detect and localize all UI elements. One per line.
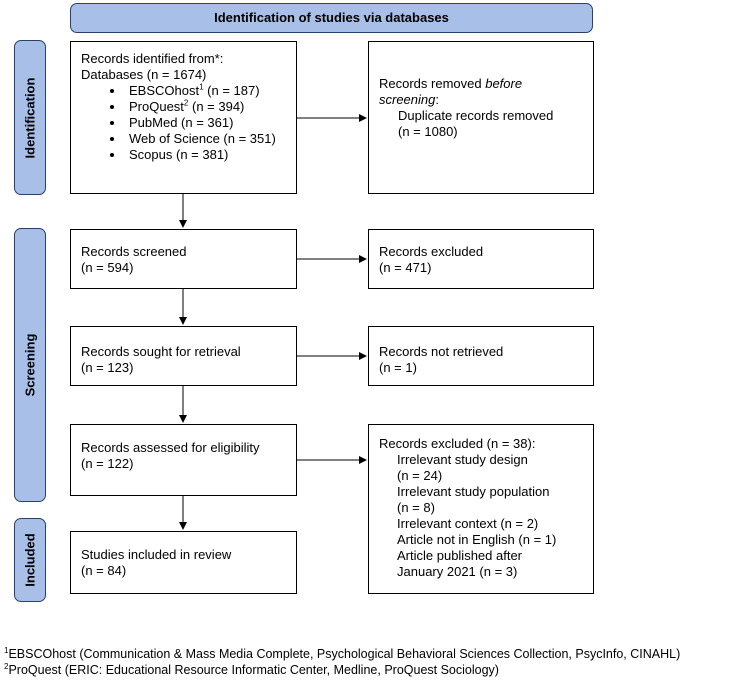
database-item: Web of Science (n = 351) xyxy=(125,131,286,147)
records-assessed-box: Records assessed for eligibility (n = 12… xyxy=(70,424,297,496)
diagram-header: Identification of studies via databases xyxy=(70,3,593,33)
excluded-count: (n = 471) xyxy=(379,260,432,275)
removed-line2: screening: xyxy=(379,92,439,107)
phase-included: Included xyxy=(14,518,46,602)
footnotes: 1EBSCOhost (Communication & Mass Media C… xyxy=(4,646,680,678)
sought-label: Records sought for retrieval xyxy=(81,344,241,359)
exclusion-reason: January 2021 (n = 3) xyxy=(397,564,518,579)
screened-label: Records screened xyxy=(81,244,187,259)
exclusion-reason: Article not in English (n = 1) xyxy=(397,532,557,547)
exclusion-reason: (n = 24) xyxy=(397,468,443,483)
phase-identification: Identification xyxy=(14,40,46,195)
exclusion-reason: Irrelevant context (n = 2) xyxy=(397,516,539,531)
exclusion-reason: Article published after xyxy=(397,548,523,563)
removed-duplicates: Duplicate records removed xyxy=(398,108,554,123)
records-sought-box: Records sought for retrieval (n = 123) xyxy=(70,326,297,386)
included-count: (n = 84) xyxy=(81,563,127,578)
records-screened-box: Records screened (n = 594) xyxy=(70,229,297,289)
removed-line1: Records removed before xyxy=(379,76,523,91)
footnote-proquest: 2ProQuest (ERIC: Educational Resource In… xyxy=(4,661,499,677)
identified-line2: Databases (n = 1674) xyxy=(81,67,207,82)
database-item: EBSCOhost1 (n = 187) xyxy=(125,83,286,99)
database-item: PubMed (n = 361) xyxy=(125,115,286,131)
records-identified-box: Records identified from*: Databases (n =… xyxy=(70,41,297,194)
exclusion-reason: Irrelevant study population xyxy=(397,484,550,499)
included-label: Studies included in review xyxy=(81,547,232,562)
studies-included-box: Studies included in review (n = 84) xyxy=(70,531,297,594)
footnote-ebscohost: 1EBSCOhost (Communication & Mass Media C… xyxy=(4,645,681,661)
records-not-retrieved-box: Records not retrieved (n = 1) xyxy=(368,326,594,386)
not-retrieved-label: Records not retrieved xyxy=(379,344,504,359)
records-excluded-box: Records excluded (n = 471) xyxy=(368,229,594,289)
database-item: Scopus (n = 381) xyxy=(125,147,286,163)
excluded-label: Records excluded xyxy=(379,244,484,259)
records-excluded-eligibility-box: Records excluded (n = 38): Irrelevant st… xyxy=(368,424,594,594)
not-retrieved-count: (n = 1) xyxy=(379,360,417,375)
exclusion-reason: Irrelevant study design xyxy=(397,452,528,467)
removed-count: (n = 1080) xyxy=(398,124,458,139)
records-removed-box: Records removed before screening: Duplic… xyxy=(368,41,594,194)
database-list: EBSCOhost1 (n = 187) ProQuest2 (n = 394)… xyxy=(81,83,286,163)
screened-count: (n = 594) xyxy=(81,260,134,275)
phase-screening: Screening xyxy=(14,228,46,502)
identified-line1: Records identified from*: xyxy=(81,51,224,66)
assessed-count: (n = 122) xyxy=(81,456,134,471)
excluded-eligibility-title: Records excluded (n = 38): xyxy=(379,436,536,451)
sought-count: (n = 123) xyxy=(81,360,134,375)
assessed-label: Records assessed for eligibility xyxy=(81,440,260,455)
database-item: ProQuest2 (n = 394) xyxy=(125,99,286,115)
exclusion-reason: (n = 8) xyxy=(397,500,435,515)
